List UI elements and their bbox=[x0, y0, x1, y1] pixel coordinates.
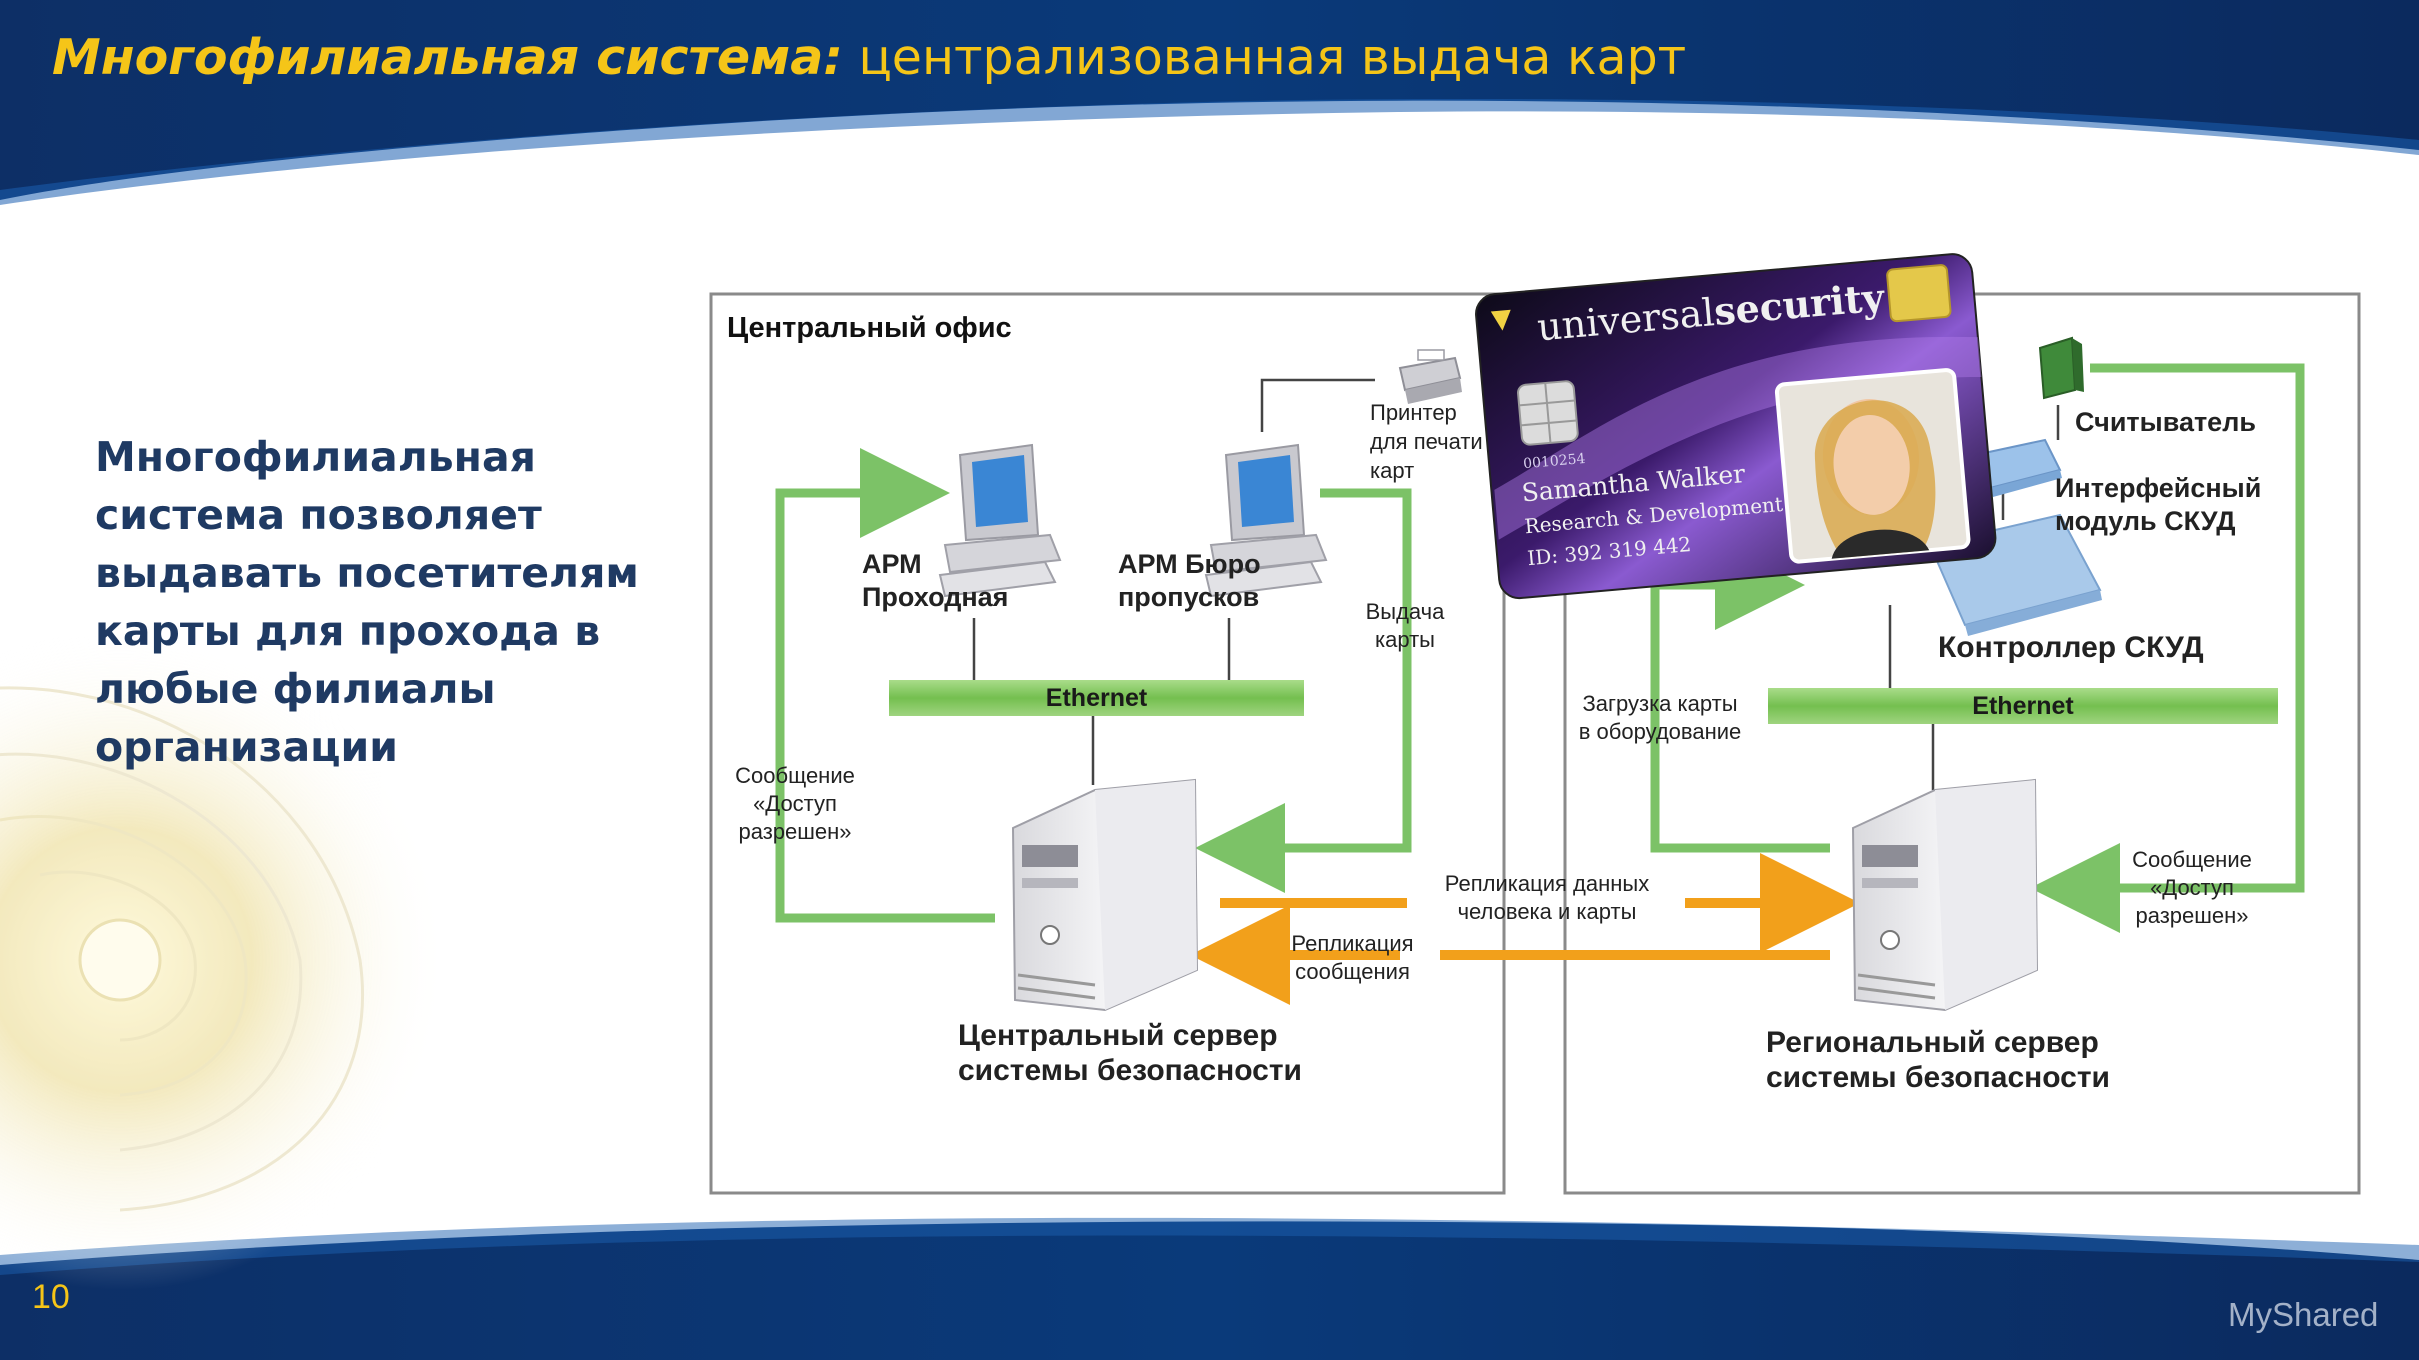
reader-label: Считыватель bbox=[2075, 407, 2256, 437]
arm-pass-label: АРМ Проходная bbox=[862, 549, 1009, 612]
slide-title: Многофилиальная система: централизованна… bbox=[52, 28, 1686, 88]
printer-label: Принтер для печати карт bbox=[1370, 400, 1483, 483]
regional-server-label: Региональный сервер системы безопасности bbox=[1766, 1026, 2111, 1094]
interface-module-icon bbox=[1973, 438, 2062, 497]
controller-label: Контроллер СКУД bbox=[1938, 631, 2204, 664]
central-office-frame bbox=[709, 292, 1506, 1195]
lead-text: Многофилиальная система позволяет выдава… bbox=[95, 433, 639, 771]
message-access-left-label: Сообщение «Доступ разрешен» bbox=[735, 763, 855, 844]
slide-title-rest: централизованная выдача карт bbox=[858, 29, 1687, 86]
card-printer-icon bbox=[1398, 349, 1462, 404]
workstation-pass-icon bbox=[938, 443, 1062, 598]
ethernet-bar-left bbox=[889, 680, 1304, 716]
replication-message-label: Репликация сообщения bbox=[1291, 931, 1414, 984]
card-brand: universalsecurity bbox=[1535, 274, 1886, 350]
central-server-label: Центральный сервер системы безопасности bbox=[958, 1019, 1303, 1087]
slide-title-bold: Многофилиальная система: bbox=[52, 29, 843, 86]
central-server-icon bbox=[1011, 778, 1199, 1012]
card-brand-regular: universal bbox=[1535, 290, 1717, 350]
ethernet-bar-right bbox=[1768, 688, 2278, 724]
regional-server-icon bbox=[1851, 778, 2039, 1012]
card-id: ID: 392 319 442 bbox=[1526, 531, 1693, 571]
message-access-right-label: Сообщение «Доступ разрешен» bbox=[2132, 847, 2252, 928]
ethernet-label-left: Ethernet bbox=[1045, 684, 1148, 712]
card-brand-bold: security bbox=[1712, 274, 1886, 334]
load-card-label: Загрузка карты в оборудование bbox=[1578, 691, 1742, 744]
id-card-text-layer: universalsecurity 0010254 Samantha Walke… bbox=[1474, 252, 1997, 599]
watermark: MyShared bbox=[2228, 1296, 2379, 1333]
page-number: 10 bbox=[32, 1278, 70, 1316]
ethernet-label-right: Ethernet bbox=[1972, 692, 2074, 720]
id-card-image bbox=[1475, 253, 1997, 600]
workstation-bureau-icon bbox=[1204, 443, 1328, 598]
card-number: 0010254 bbox=[1522, 450, 1587, 473]
arm-bureau-label: АРМ Бюро пропусков bbox=[1118, 549, 1261, 612]
shell-decoration bbox=[0, 630, 450, 1290]
card-reader-icon bbox=[2038, 336, 2084, 400]
issue-card-label: Выдача карты bbox=[1365, 599, 1445, 652]
replication-data-label: Репликация данных человека и карты bbox=[1444, 871, 1650, 924]
central-office-title: Центральный офис bbox=[727, 312, 1012, 344]
interface-module-label: Интерфейсный модуль СКУД bbox=[2055, 473, 2262, 536]
